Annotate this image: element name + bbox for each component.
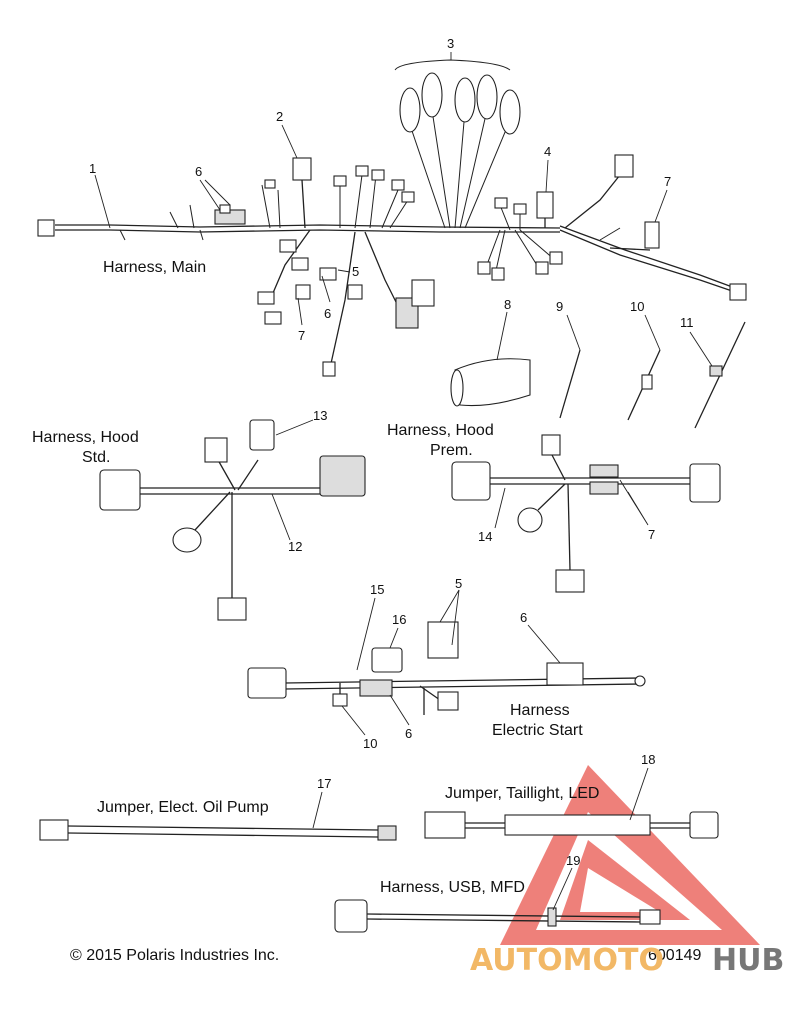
title-harness-main: Harness, Main [103, 259, 206, 276]
callout-7a: 7 [664, 174, 671, 189]
callout-19: 19 [566, 853, 580, 868]
callout-2: 2 [276, 109, 283, 124]
part-8-protective-sleeve [450, 311, 531, 407]
title-harness-hood-prem-line2: Prem. [430, 442, 473, 459]
callout-13: 13 [313, 408, 327, 423]
callout-11: 11 [680, 315, 694, 330]
copyright-text: © 2015 Polaris Industries Inc. [70, 947, 279, 964]
callout-9: 9 [556, 299, 563, 314]
title-harness-hood-std-line2: Std. [82, 449, 110, 466]
callout-15: 15 [370, 582, 384, 597]
watermark-logo-icon [500, 765, 760, 945]
callout-1: 1 [89, 161, 96, 176]
part-10-clip [627, 314, 661, 421]
title-harness-usb: Harness, USB, MFD [380, 879, 525, 896]
callout-10b: 10 [363, 736, 377, 751]
callout-14: 14 [478, 529, 492, 544]
title-harness-electric-start-line2: Electric Start [492, 722, 583, 739]
harness-hood-std [99, 419, 366, 621]
callout-7b: 7 [298, 328, 305, 343]
watermark-text-automoto: AUTOMOTO [470, 943, 664, 978]
callout-17: 17 [317, 776, 331, 791]
harness-usb-mfd [334, 867, 661, 933]
callout-12: 12 [288, 539, 302, 554]
callout-18: 18 [641, 752, 655, 767]
callout-6d: 6 [405, 726, 412, 741]
callout-8: 8 [504, 297, 511, 312]
part-number: 600149 [648, 947, 701, 964]
callout-5a: 5 [352, 264, 359, 279]
callout-6c: 6 [520, 610, 527, 625]
harness-main [37, 52, 747, 377]
title-jumper-taillight: Jumper, Taillight, LED [445, 785, 599, 802]
jumper-taillight-led [424, 767, 719, 839]
title-harness-electric-start-line1: Harness [510, 702, 570, 719]
callout-5b: 5 [455, 576, 462, 591]
callout-6a: 6 [195, 164, 202, 179]
watermark-text-hub: HUB [712, 943, 784, 978]
callout-7c: 7 [648, 527, 655, 542]
part-9-clip [559, 314, 581, 419]
title-harness-hood-prem-line1: Harness, Hood [387, 422, 494, 439]
harness-electric-start [247, 589, 646, 736]
jumper-elect-oil-pump [39, 791, 397, 841]
title-harness-hood-std-line1: Harness, Hood [32, 429, 139, 446]
title-jumper-oil-pump: Jumper, Elect. Oil Pump [97, 799, 269, 816]
callout-4: 4 [544, 144, 551, 159]
callout-6b: 6 [324, 306, 331, 321]
harness-hood-prem [451, 434, 721, 593]
callout-10a: 10 [630, 299, 644, 314]
callout-16: 16 [392, 612, 406, 627]
callout-3: 3 [447, 36, 454, 51]
part-11-cable-tie [689, 321, 746, 429]
